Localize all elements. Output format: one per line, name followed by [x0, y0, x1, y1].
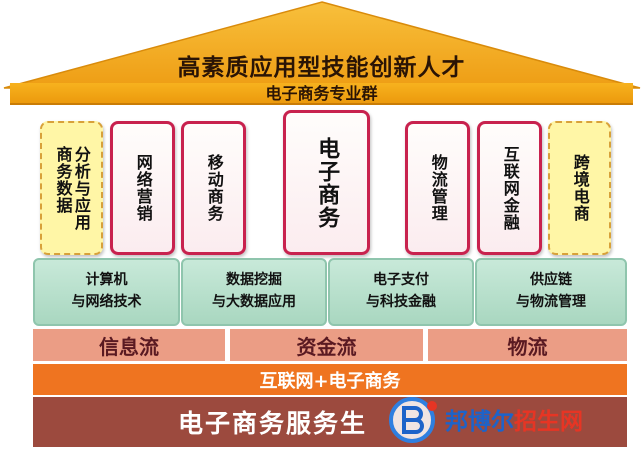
- flow-information: 信息流: [33, 329, 225, 361]
- foundation-data-mining: 数据挖掘 与大数据应用: [181, 258, 327, 326]
- pillar-network-marketing: 网络营销: [110, 121, 175, 255]
- pillar-label: 电子商务: [314, 136, 340, 229]
- pillar-logistics-management: 物流管理: [405, 121, 470, 255]
- watermark-suffix: 招生网: [514, 409, 583, 435]
- flow-logistics: 物流: [428, 329, 627, 361]
- pillar-label: 移动商务: [204, 154, 224, 222]
- foundation-supply-chain: 供应链 与物流管理: [475, 258, 627, 326]
- watermark-brand: 邦博尔: [445, 409, 514, 435]
- pillar-label: 物流管理: [428, 154, 448, 222]
- specialty-group-label: 电子商务专业群: [10, 83, 633, 105]
- base-label: 电子商务服务生: [33, 397, 627, 447]
- pillar-e-commerce: 电子商务: [283, 110, 370, 255]
- pillar-mobile-commerce: 移动商务: [181, 121, 246, 255]
- flow-capital: 资金流: [230, 329, 423, 361]
- foundation-computer-network: 计算机 与网络技术: [33, 258, 180, 326]
- watermark-logo-icon: [389, 397, 437, 443]
- pillar-label: 网络营销: [133, 154, 153, 222]
- watermark-text: 邦博尔招生网: [445, 402, 583, 436]
- pillar-internet-finance: 互联网金融: [477, 121, 542, 255]
- foundation-e-payment: 电子支付 与科技金融: [328, 258, 474, 326]
- roof-title: 高素质应用型技能创新人才: [177, 55, 466, 81]
- pillar-label: 跨境电商: [570, 154, 590, 222]
- internet-plus-band: 互联网+电子商务: [33, 364, 627, 395]
- pillar-label: 分析与应用 商务数据: [53, 145, 91, 231]
- pillar-cross-border: 跨境电商: [548, 121, 611, 255]
- pillar-business-data: 分析与应用 商务数据: [40, 121, 103, 255]
- pillar-label: 互联网金融: [500, 145, 520, 231]
